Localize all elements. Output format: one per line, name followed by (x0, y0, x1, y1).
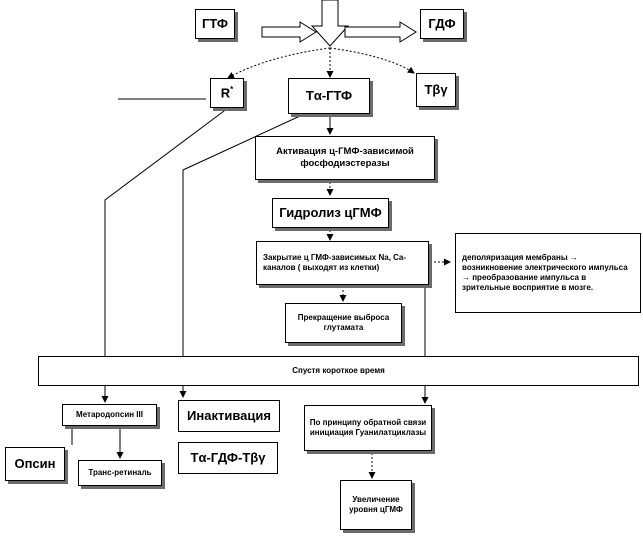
ta-gdp-tby-box: Tα-ГДФ-Tβγ (178, 442, 278, 474)
cgmp-increase-label: Увеличение уровня цГМФ (349, 495, 403, 514)
gdp-label: ГДФ (428, 15, 456, 31)
inactivation-label: Инактивация (187, 407, 271, 423)
glutamate-stop-box: Прекращение выброса глутамата (285, 303, 402, 343)
ta-gdp-tby-label: Tα-ГДФ-Tβγ (190, 449, 266, 465)
cgmp-hydrolysis-label: Гидролиз цГМФ (279, 204, 382, 220)
opsin-label: Опсин (14, 455, 56, 471)
tby-label: Tβγ (424, 81, 448, 97)
depolarization-label: деполяризация мембраны → возникновение э… (462, 253, 628, 292)
depolarization-box: деполяризация мембраны → возникновение э… (455, 233, 641, 313)
trans-retinal-label: Транс-ретиналь (88, 468, 152, 477)
r-star-box: R* (210, 78, 244, 108)
trans-retinal-box: Транс-ретиналь (78, 460, 162, 486)
short-period-label: Спустя короткое время (292, 366, 385, 375)
gtp-box: ГТФ (195, 9, 235, 39)
r-star-label: R* (221, 85, 234, 102)
feedback-label: По принципу обратной связи инициация Гуа… (309, 418, 427, 437)
arrow-to-r-star (227, 47, 331, 79)
r-star-to-metarhodopsin (101, 107, 229, 403)
metarhodopsin-label: Метародопсин III (76, 410, 143, 419)
channel-closing-label: Закрытие ц ГМФ-зависимых Na, Ca-каналов … (263, 253, 407, 272)
metarhodopsin-box: Метародопсин III (62, 404, 157, 426)
ta-gtp-box: Tα-ГТФ (288, 78, 370, 114)
gtp-input-arrow (261, 21, 317, 43)
arrow-to-tby (329, 47, 415, 74)
cgmp-increase-box: Увеличение уровня цГМФ (340, 480, 412, 530)
ta-gtp-label: Tα-ГТФ (305, 87, 353, 103)
feedback-box: По принципу обратной связи инициация Гуа… (304, 405, 432, 451)
gtp-label: ГТФ (202, 15, 228, 31)
main-down-arrow (310, 0, 350, 47)
cgmp-hydrolysis-box: Гидролиз цГМФ (272, 198, 389, 228)
r-star-sup: * (230, 84, 234, 94)
channel-closing-box: Закрытие ц ГМФ-зависимых Na, Ca-каналов … (256, 241, 429, 285)
gdp-output-arrow (344, 21, 417, 43)
ta-gtp-to-inactivation (179, 115, 301, 398)
activation-pde-box: Активация ц-ГМФ-зависимой фосфодиэстераз… (255, 136, 435, 180)
gdp-box: ГДФ (420, 9, 464, 39)
activation-pde-label: Активация ц-ГМФ-зависимой фосфодиэстераз… (276, 146, 414, 169)
r-star-main: R (220, 85, 231, 101)
inactivation-box: Инактивация (178, 400, 280, 432)
tby-box: Tβγ (416, 73, 456, 107)
short-period-bar: Спустя короткое время (38, 356, 639, 386)
opsin-box: Опсин (5, 447, 65, 481)
glutamate-stop-label: Прекращение выброса глутамата (297, 313, 390, 332)
